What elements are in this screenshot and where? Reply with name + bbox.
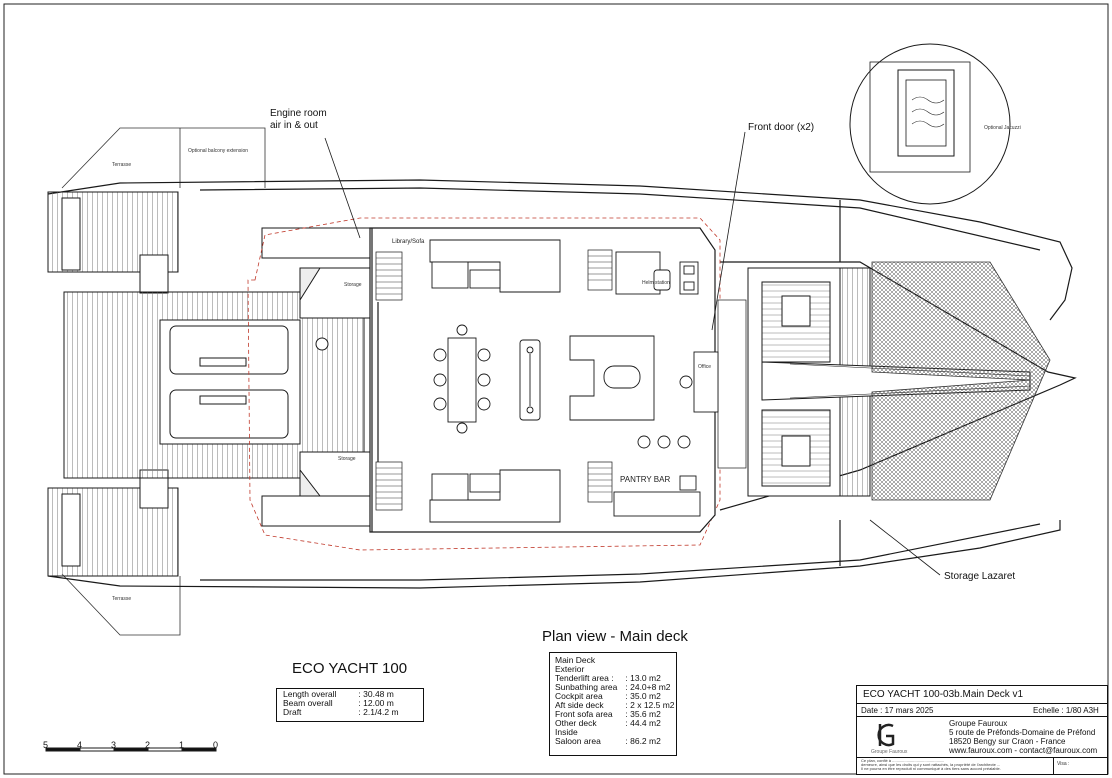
dim-value: : 30.48 m [358, 689, 394, 699]
hull-outline [47, 179, 1077, 589]
saloon-sofa [569, 335, 655, 421]
company-logo [871, 720, 899, 750]
area-label: Tenderlift area : [555, 673, 614, 683]
scale-tick-label: 0 [213, 740, 219, 750]
area-row: Sunbathing area : 24.0+8 m2 [553, 683, 677, 692]
leader-lines [324, 131, 941, 576]
area-row: Saloon area : 86.2 m2 [553, 737, 677, 746]
area-label: Sunbathing area [555, 682, 618, 692]
area-value: : 44.4 m2 [625, 718, 661, 728]
dining-table [433, 324, 491, 434]
optional-jacuzzi-label: Optional Jacuzzi [984, 125, 1021, 131]
area-label: Aft side deck [555, 700, 604, 710]
area-value: : 2 x 12.5 m2 [625, 700, 675, 710]
dim-row: Beam overall : 12.00 m [281, 699, 401, 708]
storage-top-label: Storage [344, 282, 362, 288]
trampoline-net [871, 261, 1051, 501]
company-address-1: 5 route de Préfonds-Domaine de Préfond [949, 728, 1096, 737]
stair-treads [376, 255, 612, 505]
upper-deck-dashed-outline [247, 217, 721, 551]
area-value: : 35.6 m2 [625, 709, 661, 719]
pantry-stools [637, 435, 697, 491]
front-door-label: Front door (x2) [748, 122, 815, 133]
disclaimer-1: Ce plan, confié à ......................… [861, 758, 945, 763]
area-row: Cockpit area : 35.0 m2 [553, 692, 677, 701]
jacuzzi-callout [849, 43, 1011, 205]
plan-title: Plan view - Main deck [542, 628, 688, 645]
area-row: Other deck : 44.4 m2 [553, 719, 677, 728]
area-value: : 24.0+8 m2 [625, 682, 671, 692]
area-label: Cockpit area [555, 691, 603, 701]
area-label: Front sofa area [555, 709, 613, 719]
area-value: : 13.0 m2 [625, 673, 661, 683]
library-sofas [429, 239, 701, 523]
area-label: Inside [555, 727, 578, 737]
drawing-name: ECO YACHT 100-03b.Main Deck v1 [863, 689, 1024, 700]
helm-station-label: Helm station [642, 280, 670, 286]
scale-tick-label: 2 [145, 740, 151, 750]
office-block [679, 351, 719, 413]
area-value [619, 656, 676, 665]
dim-label: Draft [283, 707, 302, 717]
scale-tick-label: 3 [111, 740, 117, 750]
pantry-bar-label: PANTRY BAR [620, 475, 671, 484]
scale-tick-label: 1 [179, 740, 185, 750]
scale-tick-label: 5 [43, 740, 49, 750]
logo-text: Groupe Fauroux [871, 749, 908, 755]
dim-row: Length overall : 30.48 m [281, 690, 401, 699]
saloon-superstructure [369, 227, 716, 533]
area-row: Aft side deck : 2 x 12.5 m2 [553, 701, 677, 710]
storage-lazaret-label: Storage Lazaret [944, 571, 1016, 582]
library-sofa-label: Library/Sofa [392, 239, 425, 245]
helm-station [653, 261, 699, 295]
scale-ticks: 5 4 3 2 1 0 [40, 740, 230, 752]
dim-value: : 12.00 m [358, 698, 394, 708]
area-value: : 86.2 m2 [625, 736, 661, 746]
visa-label: Visa : [1057, 761, 1070, 767]
terrasse-bottom-label: Terrasse [112, 596, 132, 602]
area-row: Front sofa area : 35.6 m2 [553, 710, 677, 719]
aft-hull-bottom [47, 469, 179, 577]
drawing-scale: Echelle : 1/80 A3H [1033, 706, 1099, 715]
saloon-console [519, 339, 541, 421]
scale-tick-label: 4 [77, 740, 83, 750]
disclaimer-2: demeure, ainsi que les droits qui y sont… [861, 762, 1001, 767]
dimensions-table: Length overall : 30.48 m Beam overall : 12.… [281, 690, 401, 717]
dim-value: : 2.1/4.2 m [358, 707, 399, 717]
area-row: Inside [553, 728, 677, 737]
area-row: Exterior [553, 665, 677, 674]
engine-room-label: Engine room air in & out [270, 108, 327, 131]
area-label: Exterior [555, 664, 585, 674]
title-block: ECO YACHT 100-03b.Main Deck v1 Date : 17… [856, 685, 1108, 775]
scale-bar [45, 747, 217, 752]
company-address-2: 18520 Bengy sur Craon - France [949, 737, 1066, 746]
storage-bottom-label: Storage [338, 456, 356, 462]
drawing-date: Date : 17 mars 2025 [861, 706, 934, 715]
sheet-border [3, 3, 1109, 775]
company-name: Groupe Fauroux [949, 719, 1008, 728]
area-label: Main Deck [555, 655, 596, 665]
aft-side-stations [261, 227, 371, 527]
dim-row: Draft : 2.1/4.2 m [281, 708, 401, 717]
optional-balcony-label: Optional balcony extension [188, 148, 249, 154]
yacht-title: ECO YACHT 100 [292, 660, 408, 677]
office-label: Office [698, 364, 711, 370]
aft-hull-top [47, 191, 179, 294]
area-value: : 35.0 m2 [625, 691, 661, 701]
area-label: Other deck [555, 718, 597, 728]
optional-balcony-outline [61, 127, 266, 636]
area-row: Tenderlift area : : 13.0 m2 [553, 674, 677, 683]
area-label: Saloon area [555, 736, 601, 746]
dim-label: Beam overall [283, 698, 333, 708]
disclaimer-3: Il ne pourra en être reproduit ni commun… [861, 766, 1001, 771]
dim-label: Length overall [283, 689, 337, 699]
company-contact: www.fauroux.com - contact@fauroux.com [949, 746, 1098, 755]
dimensions-box: Length overall : 30.48 m Beam overall : 12.… [276, 688, 424, 722]
terrasse-top-label: Terrasse [112, 162, 132, 168]
aft-cockpit-deck [63, 291, 365, 479]
area-row: Main Deck [553, 656, 677, 665]
